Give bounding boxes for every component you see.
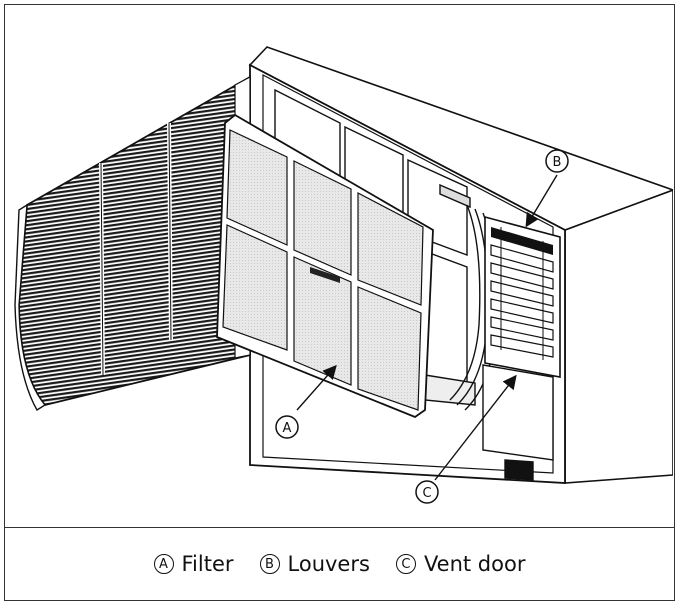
legend-letter-a: A <box>153 554 174 574</box>
callout-b: B <box>525 149 569 228</box>
air-conditioner-illustration: A B C <box>14 46 673 504</box>
legend-item-filter: A Filter <box>153 552 234 576</box>
filter <box>216 113 434 419</box>
legend-label-filter: Filter <box>181 552 234 576</box>
callout-a-letter: A <box>283 421 292 436</box>
front-grille <box>14 75 251 411</box>
legend: A Filter B Louvers C Vent door <box>5 529 674 599</box>
legend-label-vent-door: Vent door <box>423 552 526 576</box>
legend-divider <box>5 527 674 528</box>
legend-label-louvers: Louvers <box>287 552 370 576</box>
legend-letter-c: C <box>395 554 416 574</box>
callout-a: A <box>275 364 337 439</box>
louvers <box>484 215 561 378</box>
callout-b-letter: B <box>553 155 562 170</box>
vent-door <box>449 204 554 481</box>
callout-c-letter: C <box>422 486 431 501</box>
figure-frame: A B C A Filter B Louvers C Vent door <box>4 4 675 601</box>
legend-letter-b: B <box>259 554 280 574</box>
legend-item-louvers: B Louvers <box>259 552 370 576</box>
legend-item-vent-door: C Vent door <box>395 552 526 576</box>
callout-c: C <box>415 374 517 504</box>
